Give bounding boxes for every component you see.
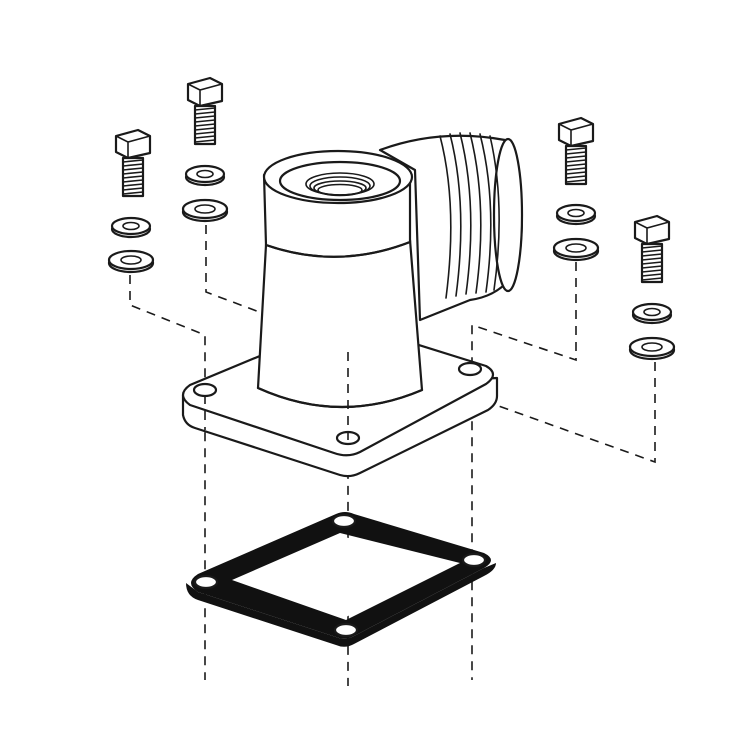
gasket-inner-highlight xyxy=(236,536,456,617)
gasket-hole-top xyxy=(331,513,357,529)
flat-washer-4 xyxy=(628,336,676,361)
flange-elbow-fitting xyxy=(181,149,499,478)
lock-washer-3 xyxy=(555,203,597,226)
gasket-hole-right xyxy=(461,552,487,568)
flat-washer-1 xyxy=(107,249,155,274)
guide-line-bolt-3 xyxy=(471,262,577,680)
lock-washer-1 xyxy=(110,216,152,239)
gasket-hole-left xyxy=(193,574,219,590)
outlet-threads xyxy=(439,132,500,299)
bolt-head xyxy=(114,128,152,160)
outlet-end-face xyxy=(492,137,524,293)
hex-bolt-4 xyxy=(633,214,671,284)
bolt-head xyxy=(557,116,595,148)
collar-band-line xyxy=(264,240,412,258)
lock-washer-2 xyxy=(184,164,226,187)
bolt-head xyxy=(633,214,671,246)
guide-line-bolt-1 xyxy=(129,275,206,680)
gasket-hole-bottom xyxy=(333,622,359,638)
fasteners xyxy=(107,76,676,361)
hex-bolt-2 xyxy=(186,76,224,146)
flat-washer-2 xyxy=(181,198,229,223)
flange-hole-right xyxy=(457,361,483,377)
flat-washer-3 xyxy=(552,237,600,262)
hex-bolt-3 xyxy=(557,116,595,186)
internal-threads xyxy=(305,172,375,197)
gasket xyxy=(186,512,496,647)
riser-body xyxy=(256,238,424,409)
threaded-outlet xyxy=(378,132,524,322)
gasket-body xyxy=(191,512,491,639)
flange-hole-left xyxy=(192,382,218,398)
riser-bottom-curve xyxy=(256,386,424,409)
bolt-head xyxy=(186,76,224,108)
hex-bolt-1 xyxy=(114,128,152,198)
lock-washer-4 xyxy=(631,302,673,325)
guide-line-bolt-2 xyxy=(205,225,263,314)
